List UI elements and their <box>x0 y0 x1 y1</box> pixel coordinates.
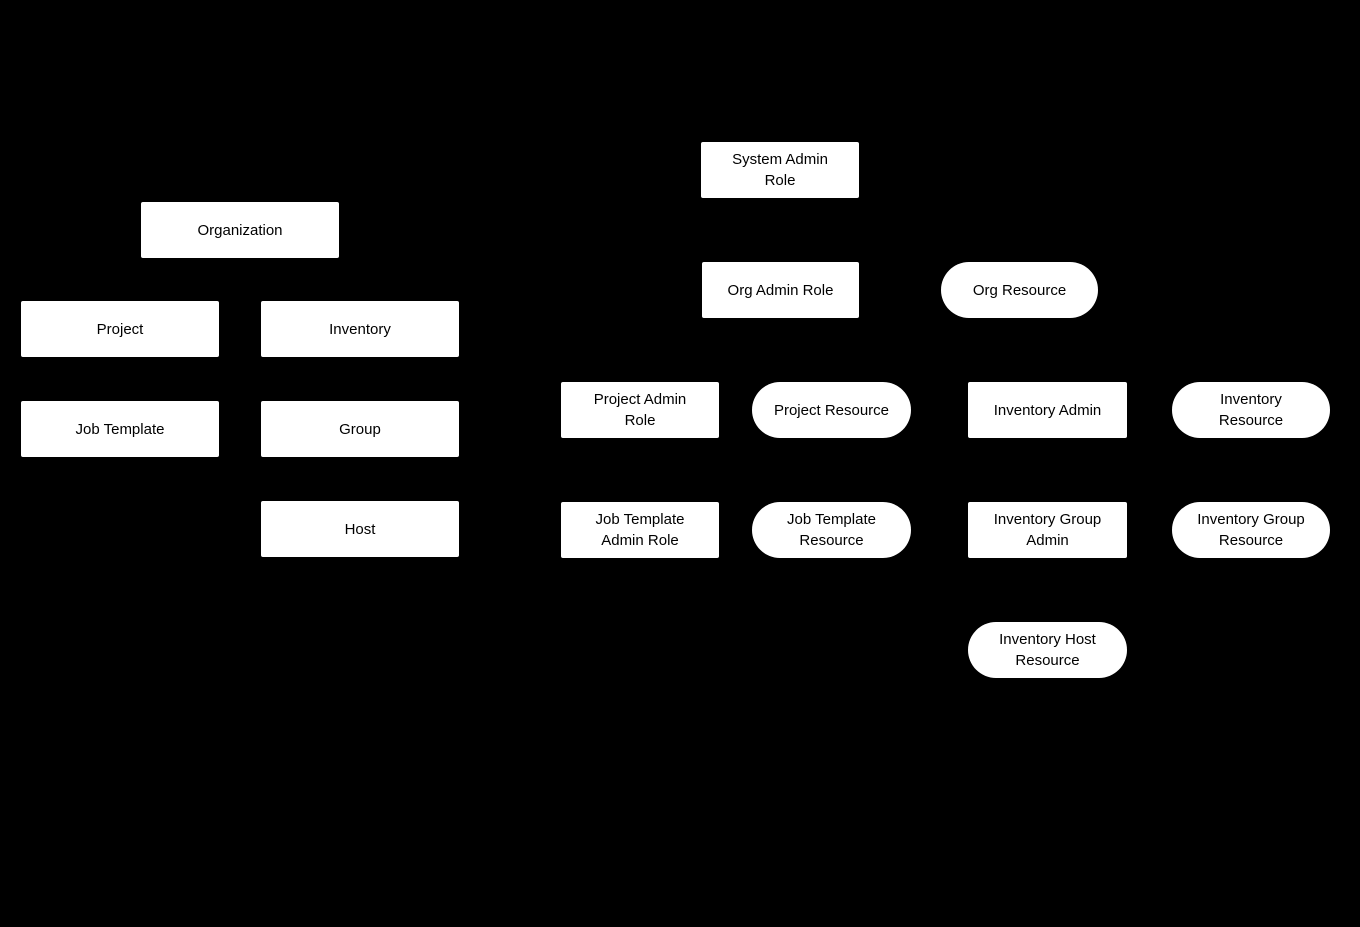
node-system-admin-role: System Admin Role <box>701 142 859 198</box>
node-org-resource: Org Resource <box>941 262 1098 318</box>
node-host: Host <box>261 501 459 557</box>
node-label: Job Template Admin Role <box>595 511 685 549</box>
node-label: Job Template Resource <box>787 511 876 549</box>
node-label: Inventory Resource <box>1218 391 1284 429</box>
node-org-admin-role: Org Admin Role <box>702 262 859 318</box>
node-inventory-host-resource: Inventory Host Resource <box>968 622 1127 678</box>
node-label: Inventory Host Resource <box>999 631 1096 669</box>
node-job-template: Job Template <box>21 401 219 457</box>
node-label: Org Resource <box>972 281 1067 299</box>
node-project: Project <box>21 301 219 357</box>
node-project-admin-role: Project Admin Role <box>561 382 719 438</box>
node-label: Job Template <box>75 420 165 438</box>
node-project-resource: Project Resource <box>752 382 911 438</box>
node-label: Project <box>96 320 144 338</box>
node-inventory: Inventory <box>261 301 459 357</box>
node-label: Inventory <box>329 320 391 338</box>
node-inventory-resource: Inventory Resource <box>1172 382 1330 438</box>
node-job-template-admin-role: Job Template Admin Role <box>561 502 719 558</box>
node-label: System Admin Role <box>732 151 828 189</box>
node-label: Organization <box>197 221 283 239</box>
node-inventory-group-resource: Inventory Group Resource <box>1172 502 1330 558</box>
node-organization: Organization <box>141 202 339 258</box>
node-label: Inventory Group Admin <box>993 511 1102 549</box>
node-label: Host <box>344 520 376 538</box>
node-label: Project Resource <box>773 401 890 419</box>
node-label: Inventory Group Resource <box>1197 511 1305 549</box>
node-job-template-resource: Job Template Resource <box>752 502 911 558</box>
node-label: Group <box>339 420 381 438</box>
node-inventory-admin: Inventory Admin <box>968 382 1127 438</box>
node-group: Group <box>261 401 459 457</box>
node-inventory-group-admin: Inventory Group Admin <box>968 502 1127 558</box>
node-label: Inventory Admin <box>993 401 1102 419</box>
node-label: Project Admin Role <box>593 391 687 429</box>
node-label: Org Admin Role <box>727 281 834 299</box>
